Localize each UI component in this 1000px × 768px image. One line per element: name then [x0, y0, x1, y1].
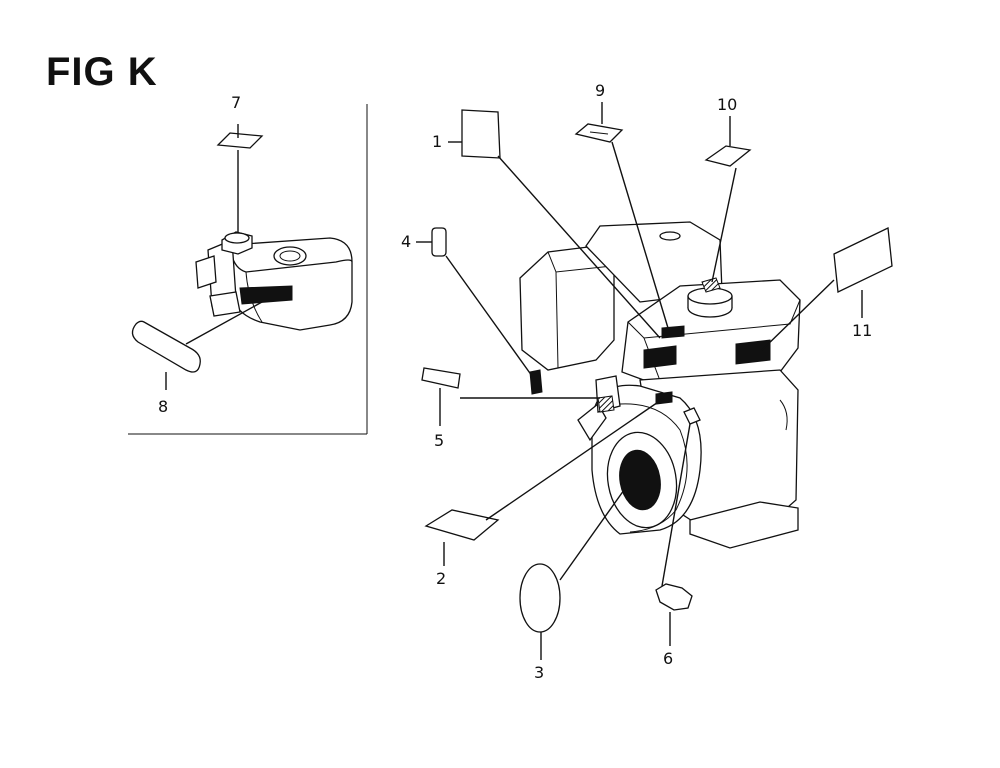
- label-part-7: [216, 132, 264, 149]
- label-part-6: [655, 583, 693, 611]
- label-part-9: [574, 123, 624, 143]
- label-part-10: [704, 145, 752, 167]
- callout-numbers: 7 8 1 4 5 2 3 6 9 10 11: [158, 81, 872, 682]
- figure-title: FIG K: [46, 50, 158, 94]
- label-part-8: [131, 320, 201, 373]
- label-part-5: [421, 367, 461, 389]
- callout-11: 11: [852, 321, 872, 340]
- air-cleaner-inset: [195, 231, 353, 331]
- callout-4: 4: [401, 232, 411, 251]
- label-part-1: [461, 109, 501, 159]
- label-part-4: [431, 227, 447, 257]
- leader-lines: [165, 102, 863, 660]
- label-part-11: [833, 227, 893, 293]
- callout-2: 2: [436, 569, 446, 588]
- label-part-2: [424, 509, 500, 541]
- callout-6: 6: [663, 649, 673, 668]
- callout-3: 3: [534, 663, 544, 682]
- callout-9: 9: [595, 81, 605, 100]
- callout-5: 5: [434, 431, 444, 450]
- label-part-3: [519, 563, 561, 633]
- inset-frame: [128, 104, 368, 435]
- engine-illustration: [519, 221, 801, 549]
- callout-10: 10: [717, 95, 737, 114]
- callout-1: 1: [432, 132, 442, 151]
- callout-8: 8: [158, 397, 168, 416]
- callout-7: 7: [231, 93, 241, 112]
